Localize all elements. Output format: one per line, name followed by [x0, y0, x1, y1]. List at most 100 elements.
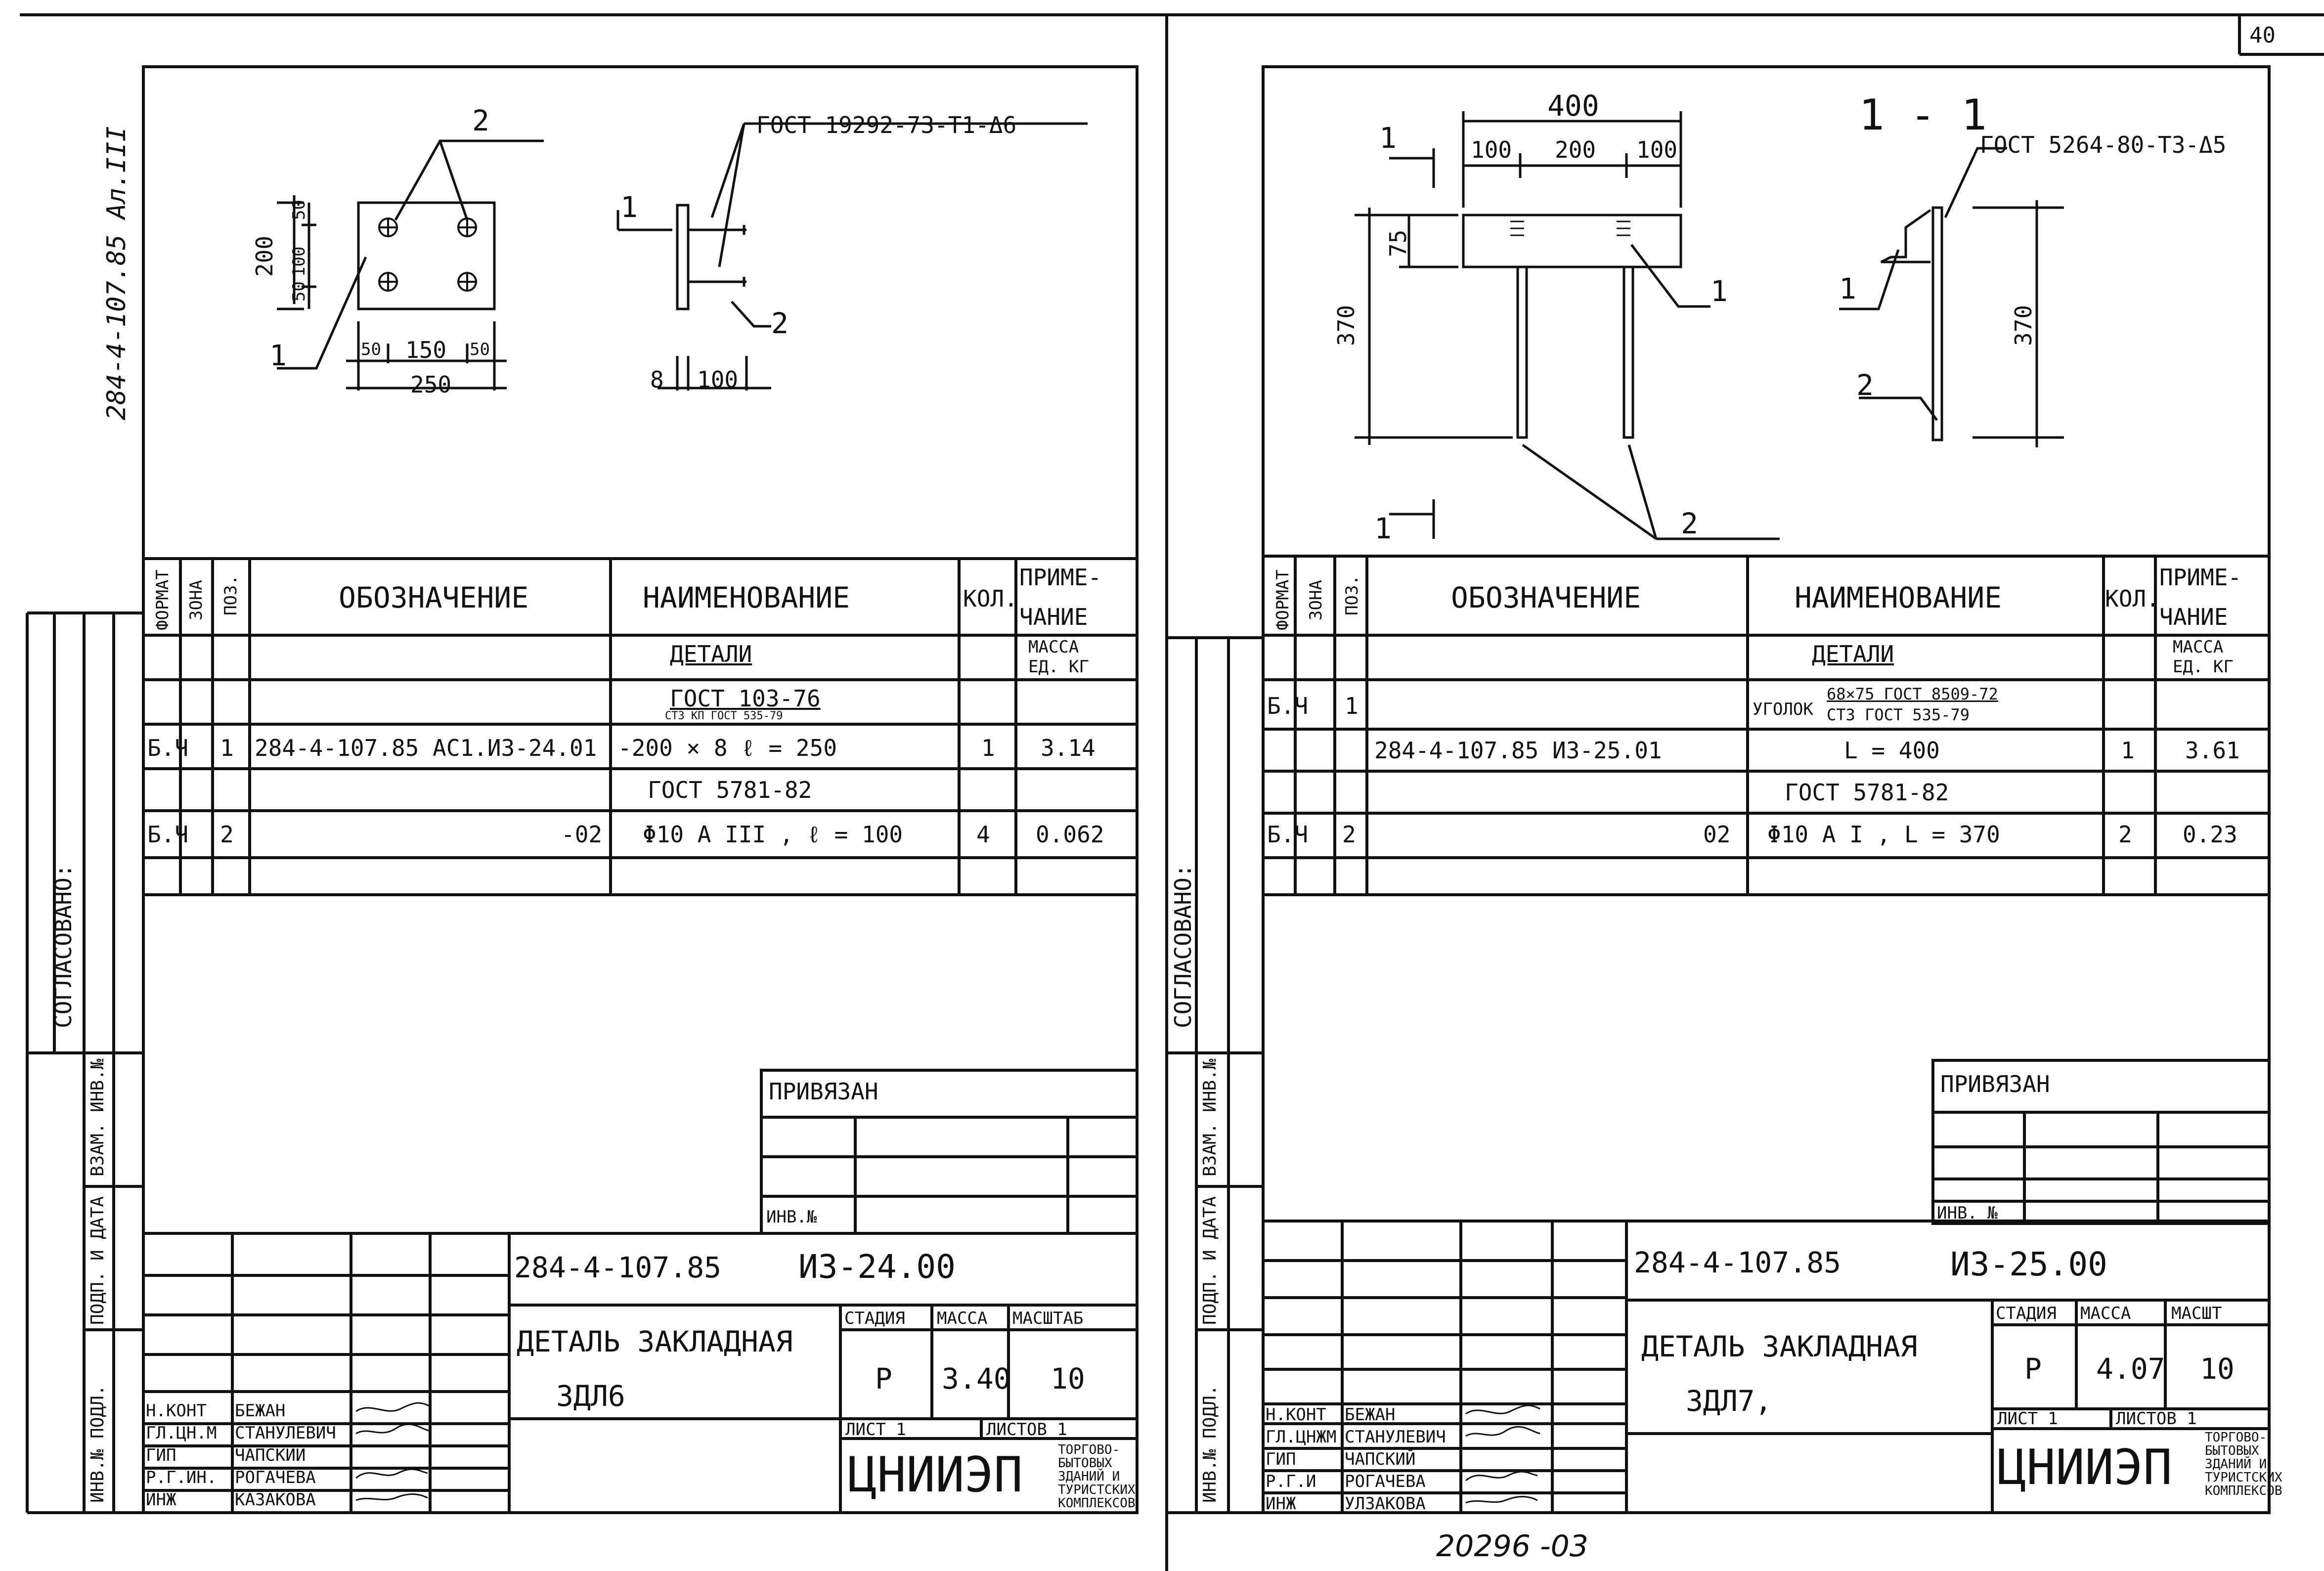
right-r3-naim: ГОСТ 5781-82 — [1785, 779, 1949, 806]
left-r1-format: Б.Ч — [147, 735, 189, 761]
left-title-name: ДЕТАЛЬ ЗАКЛАДНАЯ — [517, 1325, 793, 1358]
right-gost-weld: ГОСТ 5264-80-Т3-Δ5 — [1980, 131, 2227, 158]
right-pos-2-section: 2 — [1856, 368, 1874, 402]
right-r4-oboz: 02 — [1703, 821, 1731, 848]
left-r3-kol: 4 — [976, 821, 990, 848]
left-listov: ЛИСТОВ 1 — [986, 1420, 1067, 1440]
right-h-kol: КОЛ. — [2105, 585, 2160, 612]
left-h-kol: КОЛ. — [963, 585, 1018, 612]
left-gost-weld: ГОСТ 19292-73-Т1-Δ6 — [756, 112, 1017, 138]
right-r1-format: Б.Ч — [1267, 693, 1309, 719]
left-r1-poz: 1 — [220, 735, 234, 761]
left-r1-kol: 1 — [981, 735, 995, 761]
right-cut-bottom: 1 — [1374, 512, 1392, 545]
right-org: ЦНИИЭП — [1997, 1440, 2173, 1496]
right-r4-naim: Φ10 A I , L = 370 — [1767, 821, 2000, 848]
left-dim-250: 250 — [410, 371, 452, 398]
right-stadia-h: СТАДИЯ — [1996, 1304, 2057, 1323]
left-stadia-h: СТАДИЯ — [844, 1309, 905, 1328]
right-r2-oboz: 284-4-107.85 И3-25.01 — [1374, 737, 1662, 764]
left-dim-150: 150 — [405, 337, 447, 363]
left-r1-oboz: 284-4-107.85 АС1.И3-24.01 — [255, 735, 597, 761]
right-r1-naim-top: 68×75 ГОСТ 8509-72 — [1827, 685, 1998, 703]
left-massa1: МАССА — [1028, 637, 1079, 657]
left-list: ЛИСТ 1 — [845, 1420, 906, 1440]
right-r1-naim: УГОЛОК — [1753, 699, 1813, 719]
right-r4-prim: 0.23 — [2183, 821, 2237, 848]
left-dim-100b: 100 — [697, 366, 739, 393]
right-masshtab: 10 — [2200, 1352, 2235, 1386]
right-r2-prim: 3.61 — [2185, 737, 2240, 764]
left-dim-8: 8 — [650, 366, 664, 393]
left-h-prim1: ПРИМЕ- — [1019, 564, 1102, 591]
right-pos-2-front: 2 — [1681, 507, 1698, 540]
right-r1-naim-sub: СТ3 ГОСТ 535-79 — [1827, 705, 1970, 724]
right-h-naim: НАИМЕНОВАНИЕ — [1795, 581, 2002, 614]
left-pos-1-side: 1 — [620, 190, 638, 224]
page-number: 40 — [2249, 23, 2276, 48]
right-massa: 4.07 — [2096, 1352, 2165, 1386]
left-masshtab: 10 — [1051, 1362, 1085, 1396]
right-listov: ЛИСТОВ 1 — [2116, 1409, 2197, 1429]
left-r3-poz: 2 — [220, 821, 234, 848]
right-cut-top: 1 — [1379, 121, 1397, 155]
left-pos-2-side: 2 — [771, 306, 789, 340]
left-privyazan: ПРИВЯЗАН — [769, 1078, 878, 1105]
right-r2-naim: L = 400 — [1844, 737, 1940, 764]
right-pos-1-front: 1 — [1710, 274, 1728, 308]
bottom-number: 20296 -03 — [1436, 1529, 1588, 1564]
right-h-oboz: ОБОЗНАЧЕНИЕ — [1451, 581, 1641, 614]
left-gost-top: ГОСТ 103-76 — [670, 685, 821, 712]
right-pos-1-section: 1 — [1839, 272, 1856, 305]
right-r2-kol: 1 — [2121, 737, 2135, 764]
right-title-code: 284-4-107.85 — [1634, 1246, 1842, 1279]
left-frame — [142, 65, 1139, 1514]
left-h-oboz: ОБОЗНАЧЕНИЕ — [339, 581, 529, 614]
left-r3-naim: Φ10 A III , ℓ = 100 — [643, 821, 903, 848]
left-plate-drawing — [277, 122, 1088, 391]
left-title-code: 284-4-107.85 — [514, 1251, 722, 1284]
right-massa1: МАССА — [2173, 637, 2224, 657]
right-massa2: ЕД. КГ — [2173, 657, 2234, 677]
left-r3-format: Б.Ч — [147, 821, 189, 848]
left-dim-50d: 50 — [470, 340, 490, 359]
right-dim-100a: 100 — [1471, 136, 1512, 163]
left-r1-prim: 3.14 — [1041, 735, 1096, 761]
right-r1-poz: 1 — [1345, 693, 1359, 719]
left-title-mark: И3-24.00 — [798, 1248, 956, 1286]
right-list: ЛИСТ 1 — [1997, 1409, 2058, 1429]
right-r4-poz: 2 — [1342, 821, 1356, 848]
left-massa: 3.40 — [942, 1362, 1011, 1396]
left-massa-h: МАССА — [937, 1309, 988, 1328]
right-stadia: Р — [2024, 1352, 2042, 1386]
right-h-prim2: ЧАНИЕ — [2159, 604, 2228, 630]
right-title-sub: ЗДЛ7, — [1686, 1384, 1772, 1418]
right-angle-drawing — [1355, 111, 2064, 540]
right-h-prim1: ПРИМЕ- — [2159, 564, 2242, 591]
left-detali: ДЕТАЛИ — [670, 641, 752, 667]
right-section: 1 - 1 — [1859, 90, 1987, 140]
left-pos-1-plan: 1 — [269, 339, 287, 372]
right-title-name: ДЕТАЛЬ ЗАКЛАДНАЯ — [1641, 1330, 1918, 1363]
left-massa2: ЕД. КГ — [1028, 657, 1089, 677]
right-r4-format: Б.Ч — [1267, 821, 1309, 848]
left-title-sub: ЗДЛ6 — [556, 1379, 625, 1413]
left-pos-2-plan: 2 — [472, 104, 489, 137]
left-h-prim2: ЧАНИЕ — [1019, 604, 1088, 630]
left-h-naim: НАИМЕНОВАНИЕ — [643, 581, 850, 614]
right-dim-400: 400 — [1547, 89, 1599, 123]
left-masshtab-h: МАСШТАБ — [1012, 1309, 1084, 1328]
left-gost-sub: СТ3 КП ГОСТ 535-79 — [665, 710, 783, 722]
right-massa-h: МАССА — [2080, 1304, 2131, 1323]
right-title-mark: И3-25.00 — [1950, 1245, 2107, 1283]
right-masshtab-h: МАСШТ — [2171, 1304, 2222, 1323]
left-dim-50c: 50 — [361, 340, 381, 359]
left-inv-no: ИНВ.№ — [766, 1207, 817, 1227]
